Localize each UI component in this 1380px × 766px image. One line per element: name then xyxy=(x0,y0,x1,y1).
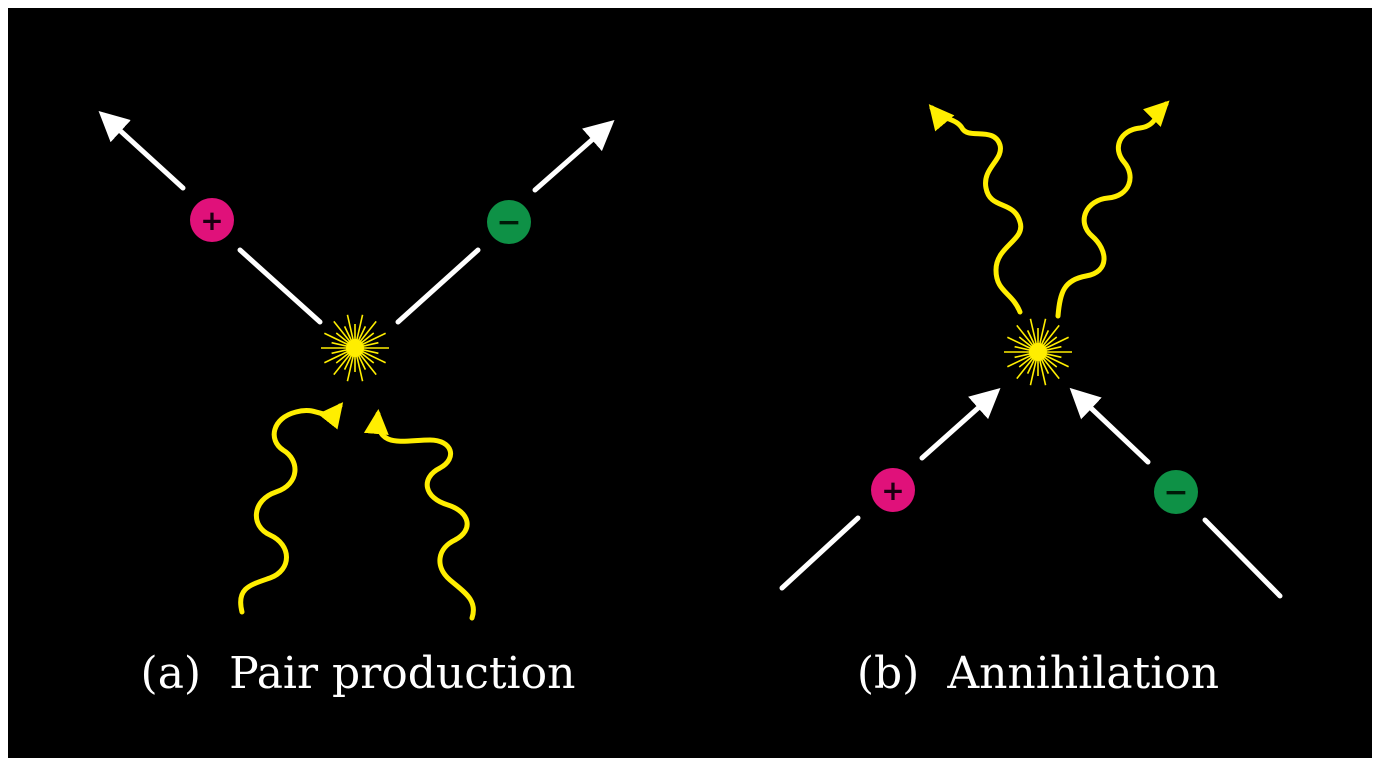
electron-sign: − xyxy=(496,205,521,240)
annihilation-diagram: + − xyxy=(779,100,1283,599)
electron-track-incoming xyxy=(1202,517,1283,599)
outgoing-photon-right xyxy=(1055,100,1170,319)
electron-track-outgoing-arrow xyxy=(532,120,615,193)
background-panel xyxy=(8,8,1372,758)
interaction-starburst-icon xyxy=(321,314,389,382)
annihilation-caption: (b) Annihilation xyxy=(857,648,1219,699)
positron-track-outgoing xyxy=(237,247,323,325)
outgoing-photon-left xyxy=(928,104,1024,315)
positron-track-incoming-arrow xyxy=(919,388,1001,461)
electron-minus-circle-icon: − xyxy=(1154,470,1198,514)
pair-production-diagram: + − xyxy=(98,110,615,621)
positron-track-incoming xyxy=(779,515,861,591)
electron-track-outgoing xyxy=(395,247,481,325)
pair-production-caption: (a) Pair production xyxy=(141,648,576,699)
starburst-core xyxy=(1029,343,1047,361)
starburst-core xyxy=(346,339,364,357)
positron-plus-circle-icon: + xyxy=(190,198,234,242)
electron-sign: − xyxy=(1163,475,1188,510)
electron-track-incoming-arrow xyxy=(1069,387,1151,465)
positron-sign: + xyxy=(881,474,904,507)
interaction-starburst-icon xyxy=(1004,318,1072,386)
positron-plus-circle-icon: + xyxy=(871,468,915,512)
incoming-photon-left xyxy=(238,402,344,615)
electron-minus-circle-icon: − xyxy=(487,200,531,244)
positron-sign: + xyxy=(200,204,223,237)
incoming-photon-right xyxy=(363,409,476,621)
positron-track-outgoing-arrow xyxy=(98,110,186,191)
